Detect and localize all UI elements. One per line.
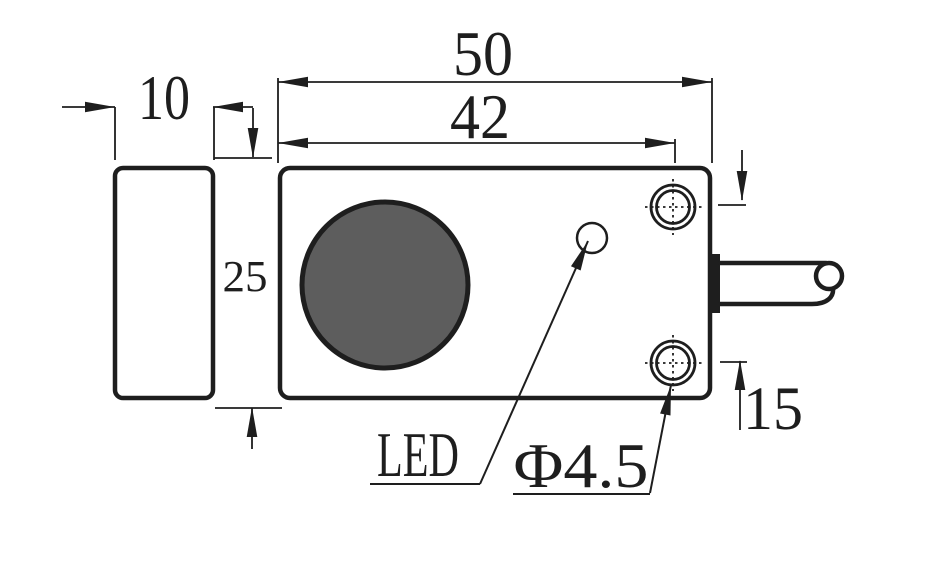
hole-diameter-label: Φ4.5 (514, 430, 649, 501)
dimension-hole-spacing: 15 (718, 150, 803, 443)
dim-42-arrow-left (278, 137, 308, 149)
dim-10-arrow-right (213, 101, 243, 113)
dim-50-arrow-left (278, 76, 308, 88)
dim-42-arrow-right (645, 137, 675, 149)
dim-25-value: 25 (223, 252, 268, 301)
dim-25-arrow-up (246, 407, 258, 437)
dim-50-arrow-right (682, 76, 712, 88)
mounting-hole-top (645, 179, 703, 235)
dimension-sensing-span: 42 (278, 81, 676, 163)
cable-gland (710, 254, 720, 313)
led-leader-line (479, 240, 589, 485)
cable-bottom-edge (717, 285, 836, 307)
dimension-height: 25 (214, 108, 282, 449)
dimension-overall-width: 50 (277, 18, 713, 163)
led-callout: LED (370, 238, 593, 490)
dim-25-arrow-down (247, 128, 259, 158)
dimension-depth: 10 (62, 62, 253, 160)
hole-diameter-callout: Φ4.5 (513, 383, 677, 501)
mounting-hole-bottom (645, 335, 703, 391)
side-view-outline (112, 165, 216, 401)
dim-15-value: 15 (743, 376, 803, 443)
cable-end-circle (813, 260, 845, 292)
sensing-face-circle (299, 199, 471, 371)
dim-42-value: 42 (450, 81, 510, 152)
dim-10-arrow-left (85, 101, 115, 113)
dim-15-arrow-down (736, 171, 748, 201)
led-label: LED (377, 419, 459, 490)
dim-50-value: 50 (453, 18, 513, 89)
dim-10-value: 10 (138, 62, 190, 133)
led-indicator-circle (575, 221, 609, 255)
